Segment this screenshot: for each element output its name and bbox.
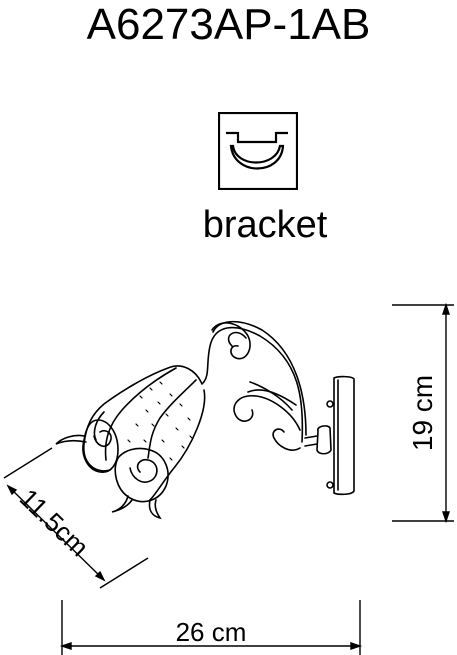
lamp-sketch — [55, 320, 355, 520]
main-arm — [202, 326, 304, 443]
wall-plate — [333, 375, 355, 496]
model-number: A6273AP-1AB — [86, 0, 371, 49]
depth-dimension — [3, 447, 149, 589]
mount-type-label: bracket — [202, 204, 328, 246]
width-label: 26 cm — [176, 617, 247, 647]
width-dimension — [59, 600, 363, 655]
height-dimension — [392, 302, 454, 524]
glass-shade — [55, 365, 206, 520]
bracket-mount-icon — [218, 112, 298, 190]
height-label: 19 cm — [407, 375, 438, 451]
depth-label: 11.5cm — [14, 483, 95, 562]
